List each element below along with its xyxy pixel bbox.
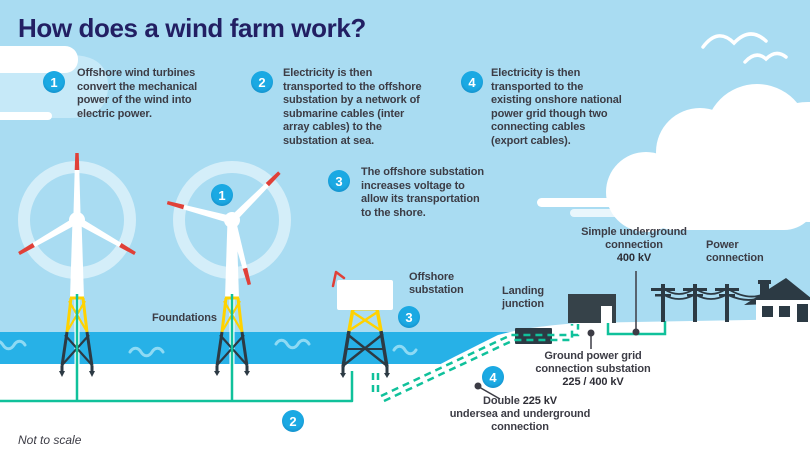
power-line-poles bbox=[651, 284, 739, 322]
turbine-1-blades bbox=[18, 153, 136, 255]
shore-land bbox=[426, 319, 810, 464]
label-power-connection: Power connection bbox=[706, 239, 764, 264]
inter-array-cables bbox=[0, 294, 354, 403]
substation-crane-icon bbox=[331, 270, 346, 288]
label-double-cable: Double 225 kV undersea and underground c… bbox=[449, 395, 591, 433]
step-2-badge: 2 bbox=[251, 71, 273, 93]
diagram-badge-turbine: 1 bbox=[211, 184, 233, 206]
not-to-scale-note: Not to scale bbox=[18, 433, 82, 447]
step-1-badge: 1 bbox=[43, 71, 65, 93]
offshore-substation-structure bbox=[331, 270, 393, 378]
label-offshore-substation: Offshore substation bbox=[409, 271, 464, 296]
page-title: How does a wind farm work? bbox=[18, 13, 366, 43]
label-pointers bbox=[474, 271, 640, 400]
ground-substation-building bbox=[568, 294, 616, 323]
cloud-right bbox=[537, 84, 810, 232]
house bbox=[744, 278, 810, 322]
label-ground-substation: Ground power grid connection substation … bbox=[535, 350, 651, 388]
label-foundations: Foundations bbox=[152, 312, 217, 324]
diagram-badge-export: 4 bbox=[482, 366, 504, 388]
label-simple-underground: Simple underground connection 400 kV bbox=[581, 226, 687, 264]
diagram-badge-substation: 3 bbox=[398, 306, 420, 328]
export-cables-dashed bbox=[371, 324, 580, 403]
landing-junction-box bbox=[515, 328, 552, 344]
step-3-badge: 3 bbox=[328, 170, 350, 192]
turbine-2-blades bbox=[166, 171, 281, 286]
diagram-badge-cable: 2 bbox=[282, 410, 304, 432]
birds-icon bbox=[701, 32, 788, 64]
step-4-badge: 4 bbox=[461, 71, 483, 93]
label-landing-junction: Landing junction bbox=[501, 285, 545, 310]
wind-turbine-2 bbox=[166, 161, 291, 376]
sea-waves bbox=[0, 338, 418, 358]
